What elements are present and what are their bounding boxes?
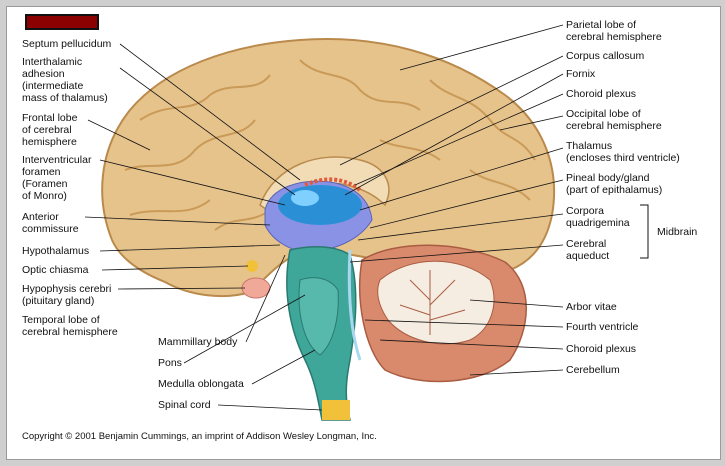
spinal-cord-shape bbox=[322, 400, 350, 420]
label-medulla-oblongata: Medulla oblongata bbox=[158, 378, 244, 390]
label-temporal-lobe: Temporal lobe of cerebral hemisphere bbox=[22, 314, 118, 338]
label-anterior-commissure: Anterior commissure bbox=[22, 211, 79, 235]
midbrain-bracket bbox=[640, 204, 649, 259]
label-fornix: Fornix bbox=[566, 68, 596, 80]
label-pons: Pons bbox=[158, 357, 182, 369]
label-fourth-ventricle: Fourth ventricle bbox=[566, 321, 639, 333]
label-frontal-lobe: Frontal lobe of cerebral hemisphere bbox=[22, 112, 78, 148]
leader-lines bbox=[84, 24, 564, 411]
label-hypophysis-cerebri: Hypophysis cerebri (pituitary gland) bbox=[22, 283, 112, 307]
label-cerebral-aqueduct: Cerebral aqueduct bbox=[566, 238, 610, 262]
label-optic-chiasma: Optic chiasma bbox=[22, 264, 89, 276]
title-bar-marker bbox=[25, 14, 99, 30]
label-midbrain: Midbrain bbox=[657, 226, 698, 238]
label-thalamus: Thalamus (encloses third ventricle) bbox=[566, 140, 680, 164]
label-choroid-plexus-upper: Choroid plexus bbox=[566, 88, 637, 100]
pituitary-shape bbox=[241, 277, 271, 299]
label-arbor-vitae: Arbor vitae bbox=[566, 301, 617, 313]
label-corpus-callosum: Corpus callosum bbox=[566, 50, 645, 62]
label-interventricular-foramen: Interventricular foramen (Foramen of Mon… bbox=[22, 154, 92, 202]
label-occipital-lobe: Occipital lobe of cerebral hemisphere bbox=[566, 108, 662, 132]
label-hypothalamus: Hypothalamus bbox=[22, 245, 90, 257]
label-choroid-plexus-lower: Choroid plexus bbox=[566, 343, 637, 355]
label-pineal-body: Pineal body/gland (part of epithalamus) bbox=[566, 172, 663, 196]
third-ventricle-shape bbox=[278, 185, 362, 225]
copyright-notice: Copyright © 2001 Benjamin Cummings, an i… bbox=[22, 431, 377, 442]
label-mammillary-body: Mammillary body bbox=[158, 336, 238, 348]
label-septum-pellucidum: Septum pellucidum bbox=[22, 38, 112, 50]
gyri-lines bbox=[124, 59, 536, 231]
label-cerebellum: Cerebellum bbox=[566, 364, 620, 376]
label-parietal-lobe: Parietal lobe of cerebral hemisphere bbox=[566, 19, 662, 43]
label-corpora-quadrigemina: Corpora quadrigemina bbox=[566, 205, 630, 229]
label-interthalamic-adhesion: Interthalamic adhesion (intermediate mas… bbox=[22, 56, 108, 104]
label-spinal-cord: Spinal cord bbox=[158, 399, 211, 411]
optic-chiasma-shape bbox=[246, 260, 258, 272]
